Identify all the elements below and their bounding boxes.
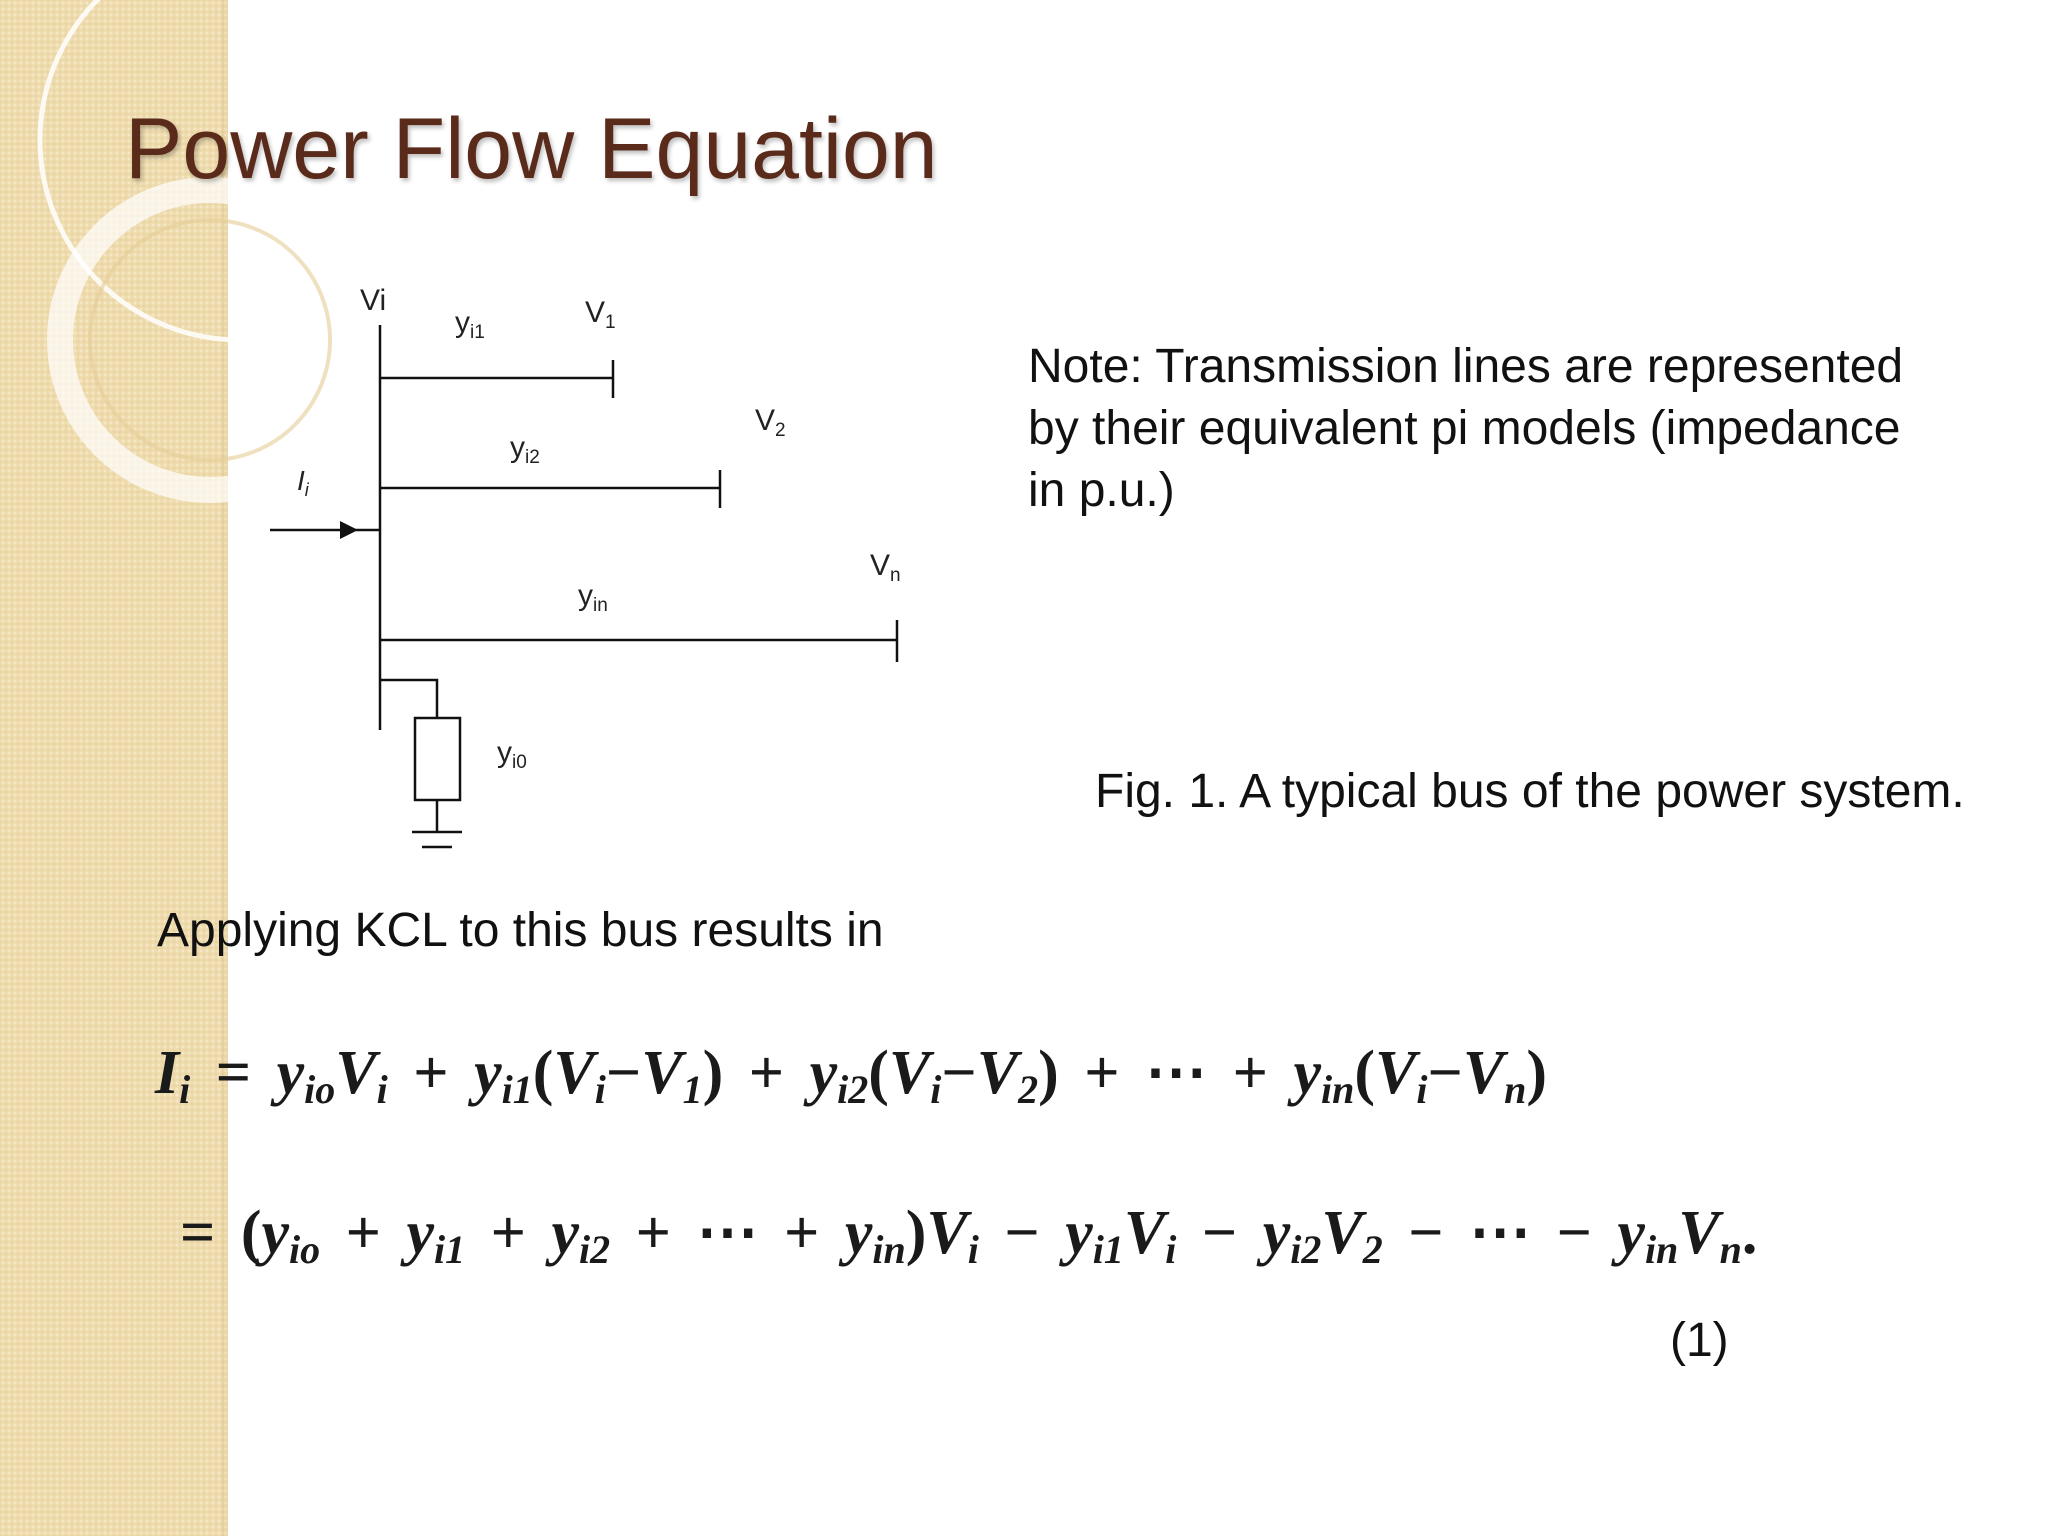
label-vi: Vi [360, 284, 386, 317]
label-yi0: y [497, 736, 512, 769]
slide-side-band [0, 0, 228, 1536]
kcl-text: Applying KCL to this bus results in [157, 904, 884, 957]
label-yi2: y [510, 431, 525, 464]
label-yi1: y [455, 306, 470, 339]
equation-line-1: Ii = yioVi + yi1(Vi−V1) + yi2(Vi−V2) + ⋯… [155, 1039, 1548, 1112]
svg-text:Ii: Ii [297, 465, 310, 500]
note-text: Note: Transmission lines are represented… [1028, 340, 1904, 517]
svg-text:V1: V1 [585, 296, 616, 333]
side-band-edge [222, 0, 228, 1536]
label-v2: V [755, 404, 775, 437]
svg-text:V2: V2 [755, 404, 786, 441]
figure-caption: Fig. 1. A typical bus of the power syste… [1095, 765, 1965, 818]
svg-text:yi0: yi0 [497, 736, 527, 773]
equation-number: (1) [1670, 1314, 1729, 1367]
label-v1: V [585, 296, 605, 329]
shunt-admittance [413, 716, 462, 802]
svg-text:yi1: yi1 [455, 306, 485, 343]
current-arrow-head [340, 521, 358, 539]
svg-text:yi2: yi2 [510, 431, 540, 468]
label-yin: y [578, 579, 593, 612]
svg-text:yin: yin [578, 579, 608, 616]
svg-text:Vn: Vn [870, 549, 901, 586]
bus-diagram: Vi V1 yi1 V2 yi2 Ii Vn yin yi0 [270, 284, 901, 849]
decorative-circles [37, 0, 443, 503]
equation-line-2: = (yio + yi1 + yi2 + ⋯ + yin)Vi − yi1Vi … [180, 1199, 1758, 1272]
shunt-branch [380, 678, 439, 718]
slide-title: Power Flow Equation [125, 101, 938, 197]
label-current: I [297, 465, 305, 496]
label-vn: V [870, 549, 890, 582]
